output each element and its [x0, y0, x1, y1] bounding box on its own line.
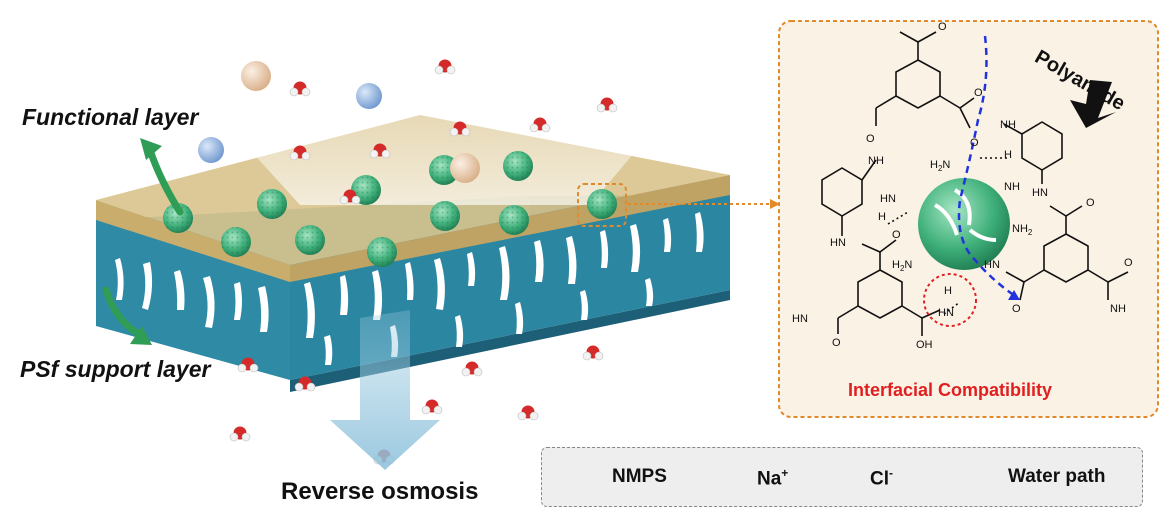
cl-ion	[450, 153, 480, 183]
nmps-particle	[367, 237, 397, 267]
zoom-connector-arrowhead	[770, 199, 780, 209]
svg-text:OH: OH	[916, 339, 933, 351]
svg-text:H: H	[1004, 149, 1012, 161]
water-molecule	[339, 189, 361, 205]
water-molecule	[237, 357, 259, 373]
svg-text:O: O	[892, 229, 901, 241]
water-molecule	[596, 97, 618, 113]
cl-ion	[241, 61, 271, 91]
water-molecule	[421, 399, 443, 415]
legend-water-path-label: Water path	[1008, 466, 1106, 487]
nmps-particle	[587, 189, 617, 219]
functional-layer-arrowhead	[140, 138, 162, 160]
support-layer-arrowhead	[130, 326, 152, 345]
nmps-particle	[499, 205, 529, 235]
nmps-particle	[295, 225, 325, 255]
water-molecule	[461, 361, 483, 377]
svg-text:H: H	[878, 211, 886, 223]
svg-text:NH2: NH2	[1012, 223, 1033, 237]
svg-text:HN: HN	[880, 193, 896, 205]
legend-na-charge: +	[781, 466, 789, 480]
legend-cl-label: Cl-	[870, 466, 893, 490]
polyamide-structure	[821, 31, 1129, 336]
svg-text:O: O	[1086, 197, 1095, 209]
svg-text:HN: HN	[1032, 187, 1048, 199]
svg-text:H2N: H2N	[930, 159, 950, 173]
reverse-osmosis-label: Reverse osmosis	[281, 478, 479, 505]
ions-feed	[198, 61, 480, 183]
nmps-particle	[257, 189, 287, 219]
support-layer-arrow	[102, 286, 144, 339]
svg-text:NH: NH	[1004, 181, 1020, 193]
svg-text:HN: HN	[830, 237, 846, 249]
svg-text:O: O	[938, 21, 947, 33]
svg-text:O: O	[1124, 257, 1133, 269]
svg-text:O: O	[866, 133, 875, 145]
water-path-curve	[957, 35, 1016, 298]
water-molecule	[294, 376, 316, 392]
svg-text:O: O	[970, 137, 979, 149]
water-molecule	[517, 405, 539, 421]
legend-na-text: Na	[757, 468, 782, 490]
svg-text:HN: HN	[792, 313, 808, 325]
svg-text:HN: HN	[938, 307, 954, 319]
nmps-particle	[163, 203, 193, 233]
water-molecule	[449, 121, 471, 137]
functional-layer-arrow	[146, 146, 184, 216]
legend	[541, 447, 1143, 507]
nmps-particle	[503, 151, 533, 181]
water-molecule	[582, 345, 604, 361]
nmps-particle	[221, 227, 251, 257]
svg-text:O: O	[1012, 303, 1021, 315]
legend-cl-charge: -	[889, 466, 893, 480]
legend-cl-text: Cl	[870, 468, 889, 490]
interfacial-compatibility-label: Interfacial Compatibility	[848, 380, 1053, 400]
functional-layer-label: Functional layer	[22, 104, 199, 130]
polyamide-arrow	[1070, 80, 1116, 128]
water-molecule	[369, 143, 391, 159]
nmps-particle	[430, 201, 460, 231]
water-molecule	[434, 59, 456, 75]
water-molecule	[529, 117, 551, 133]
water-molecules	[229, 59, 618, 465]
svg-text:NH: NH	[868, 155, 884, 167]
zoom-source-box	[577, 183, 627, 227]
water-molecule	[289, 81, 311, 97]
legend-na-label: Na+	[757, 466, 788, 490]
svg-text:HN: HN	[984, 259, 1000, 271]
water-path-arrowhead	[1008, 290, 1020, 300]
psf-support-layer-label: PSf support layer	[20, 356, 211, 382]
reverse-osmosis-arrow	[330, 310, 440, 470]
svg-text:NH: NH	[1000, 119, 1016, 131]
svg-text:O: O	[832, 337, 841, 349]
light-cone	[150, 40, 730, 205]
hbond-highlight	[923, 273, 977, 327]
nmps-large-particle	[918, 178, 1010, 270]
svg-text:H2N: H2N	[892, 259, 912, 273]
water-molecule	[229, 426, 251, 442]
svg-text:NH: NH	[1110, 303, 1126, 315]
na-ion	[356, 83, 382, 109]
svg-text:H: H	[944, 285, 952, 297]
chem-labels: O O O O NH NH H2N H NH HN H NH2 HN O HN …	[792, 21, 1133, 351]
legend-nmps-label: NMPS	[612, 466, 667, 487]
na-ion	[198, 137, 224, 163]
svg-text:O: O	[974, 87, 983, 99]
water-molecule	[289, 145, 311, 161]
